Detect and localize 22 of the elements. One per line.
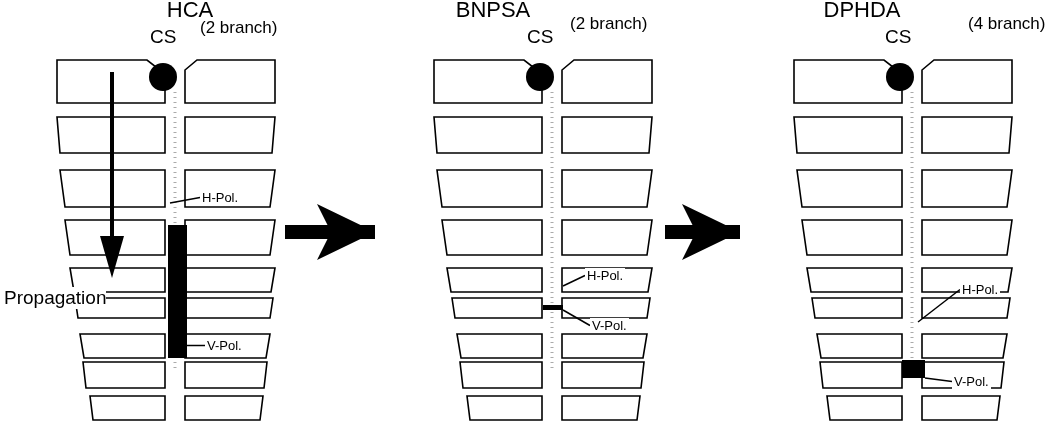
branch-note: (2 branch) [200,18,278,38]
leader-line [169,196,201,204]
arrow [665,204,740,260]
polymer-segment [168,225,187,358]
polymer-segment [902,360,925,378]
polymer-segment [543,305,563,310]
leader-line [917,288,961,323]
leader-line [562,274,586,287]
panel-title: DPHDA [823,0,901,23]
direction-label: Propagation [4,287,107,309]
branch-note: (2 branch) [570,14,648,34]
leader-line [186,344,206,347]
part-label: H-Pol. [960,282,1001,297]
part-label: V-Pol. [205,338,244,353]
arrow [285,204,375,260]
panel-title: BNPSA [455,0,531,23]
part-label: V-Pol. [590,318,629,333]
leader-line [562,309,591,327]
part-label: V-Pol. [952,374,991,389]
leader-line [924,377,953,383]
branch-note: (4 branch) [968,14,1046,34]
part-label: H-Pol. [585,268,626,283]
